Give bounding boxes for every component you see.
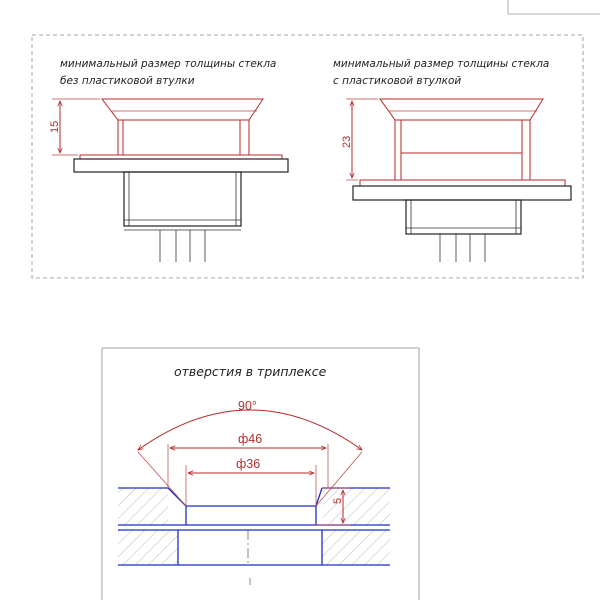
panel2-caption-line1: минимальный размер толщины стекла (333, 58, 549, 70)
panel-with-sleeve: минимальный размер толщины стекла с плас… (333, 58, 572, 262)
inner-diameter-dimension: ф36 (188, 457, 314, 473)
panel1-funnel (100, 98, 264, 156)
depth-dimension: 5 (316, 487, 350, 526)
countersink-guides (137, 444, 363, 507)
hole-detail-frame (101, 347, 420, 600)
panel1-caption-line1: минимальный размер толщины стекла (60, 58, 276, 70)
panel2-dimension: 23 (341, 98, 378, 181)
panel1-dimension: 15 (49, 98, 100, 156)
angle-value: 90° (238, 399, 257, 413)
triplex-section (118, 487, 390, 566)
top-frame (31, 34, 584, 279)
angle-dimension: 90° (138, 399, 362, 450)
panel1-body (123, 171, 242, 262)
outer-diameter-dimension: ф46 (170, 432, 326, 448)
panel-without-sleeve: минимальный размер толщины стекла без пл… (49, 58, 289, 262)
hole-detail-title: отверстия в триплексе (174, 364, 327, 379)
panel1-caption-line2: без пластиковой втулки (60, 75, 195, 87)
panel2-body (405, 199, 522, 262)
panel2-funnel (379, 98, 544, 181)
panel1-plate (73, 158, 289, 173)
panel2-plate (352, 185, 572, 201)
panel2-dimension-value: 23 (341, 136, 353, 148)
inner-diameter-value: ф36 (236, 457, 260, 471)
panel2-caption-line2: с пластиковой втулкой (333, 75, 461, 87)
depth-value: 5 (332, 498, 344, 504)
center-line (247, 530, 251, 585)
panel1-dimension-value: 15 (49, 121, 61, 133)
panel1-glass (79, 154, 283, 160)
page-edge-marks (507, 0, 600, 15)
panel2-glass (359, 179, 566, 187)
outer-diameter-value: ф46 (238, 432, 262, 446)
